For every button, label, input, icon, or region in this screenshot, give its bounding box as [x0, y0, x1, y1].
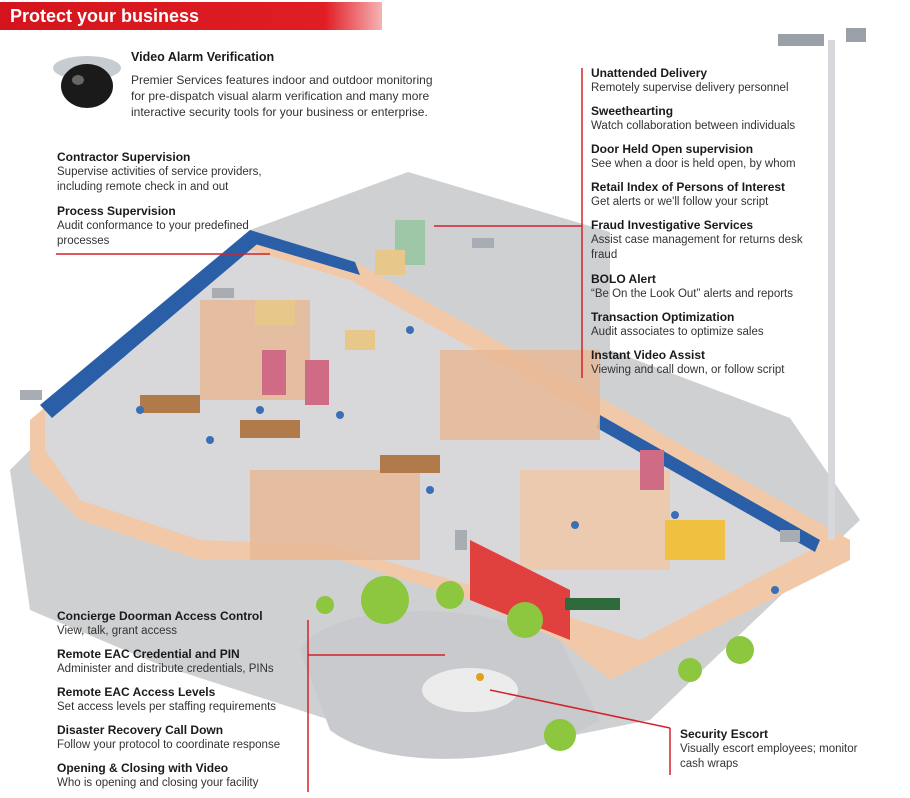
bottom-item-concierge: Concierge Doorman Access Control View, t…	[57, 609, 307, 639]
video-alarm-block: Video Alarm Verification Premier Service…	[131, 50, 446, 120]
banner-title: Protect your business	[10, 6, 200, 26]
item-desc: Get alerts or we'll follow your script	[591, 196, 769, 208]
item-title: Concierge Doorman Access Control	[57, 609, 263, 623]
right-item-transaction: Transaction Optimization Audit associate…	[591, 310, 831, 340]
item-title: Sweethearting	[591, 104, 674, 118]
right-item-instant-video: Instant Video Assist Viewing and call do…	[591, 348, 831, 378]
right-item-sweethearting: Sweethearting Watch collaboration betwee…	[591, 104, 831, 134]
shelf-5	[665, 520, 725, 560]
desk-2	[380, 455, 440, 473]
wall-camera-5	[780, 530, 800, 542]
video-alarm-title: Video Alarm Verification	[131, 50, 275, 64]
item-desc: Viewing and call down, or follow script	[591, 364, 785, 376]
wall-camera-2	[212, 288, 234, 298]
item-desc: Supervise activities of service provider…	[57, 166, 262, 193]
item-desc: Follow your protocol to coordinate respo…	[57, 739, 281, 751]
camera-pole	[828, 40, 835, 540]
right-item-bolo: BOLO Alert “Be On the Look Out” alerts a…	[591, 272, 831, 302]
item-desc: “Be On the Look Out” alerts and reports	[591, 288, 793, 300]
right-item-fraud: Fraud Investigative Services Assist case…	[591, 218, 823, 263]
shelf-4	[640, 450, 664, 490]
item-desc: Watch collaboration between individuals	[591, 120, 796, 132]
trees	[316, 576, 754, 751]
item-title: Contractor Supervision	[57, 150, 191, 164]
left-top-item-process: Process Supervision Audit conformance to…	[57, 204, 257, 249]
right-item-door-held-open: Door Held Open supervision See when a do…	[591, 142, 831, 172]
roundabout	[422, 668, 518, 712]
item-desc: Set access levels per staffing requireme…	[57, 701, 277, 713]
storefront	[470, 540, 570, 640]
storefront-awning	[565, 598, 620, 610]
item-desc: Assist case management for returns desk …	[591, 234, 803, 261]
box-3	[375, 250, 405, 275]
item-desc: Visually escort employees; monitor cash …	[680, 743, 858, 770]
dome-camera-lens	[61, 64, 113, 108]
callout-line-escort	[489, 689, 671, 729]
item-desc: Who is opening and closing your facility	[57, 777, 259, 789]
video-alarm-desc: Premier Services features indoor and out…	[131, 73, 433, 119]
item-title: Remote EAC Credential and PIN	[57, 647, 240, 661]
item-title: Disaster Recovery Call Down	[57, 723, 224, 737]
item-title: Unattended Delivery	[591, 66, 708, 80]
item-title: Retail Index of Persons of Interest	[591, 180, 786, 194]
item-desc: Audit associates to optimize sales	[591, 326, 764, 338]
item-desc: Remotely supervise delivery personnel	[591, 82, 789, 94]
item-title: Security Escort	[680, 727, 769, 741]
wall-camera-1	[20, 390, 42, 400]
item-title: Opening & Closing with Video	[57, 761, 229, 775]
inner-wall-c	[250, 470, 420, 560]
security-escort-block: Security Escort Visually escort employee…	[680, 727, 860, 772]
left-top-item-contractor: Contractor Supervision Supervise activit…	[57, 150, 287, 195]
wall-camera-3	[472, 238, 494, 248]
item-title: Transaction Optimization	[591, 310, 735, 324]
item-title: Fraud Investigative Services	[591, 218, 754, 232]
wall-camera-4	[455, 530, 467, 550]
item-title: Instant Video Assist	[591, 348, 706, 362]
desk-3	[140, 395, 200, 413]
inner-wall-b	[440, 350, 600, 440]
desk-1	[240, 420, 300, 438]
blue-wall-mid	[597, 415, 820, 552]
blue-wall-top	[250, 230, 360, 275]
item-desc: See when a door is held open, by whom	[591, 158, 796, 170]
item-desc: View, talk, grant access	[57, 625, 177, 637]
box-1	[255, 300, 295, 325]
item-title: Door Held Open supervision	[591, 142, 754, 156]
shelf-3	[262, 350, 286, 395]
right-item-retail-index: Retail Index of Persons of Interest Get …	[591, 180, 831, 210]
bottom-item-opening-closing: Opening & Closing with Video Who is open…	[57, 761, 307, 791]
section-banner: Protect your business	[0, 2, 382, 30]
item-desc: Audit conformance to your predefined pro…	[57, 220, 249, 247]
item-title: Process Supervision	[57, 204, 176, 218]
item-title: Remote EAC Access Levels	[57, 685, 216, 699]
bottom-item-access-levels: Remote EAC Access Levels Set access leve…	[57, 685, 307, 715]
pole-camera-2	[846, 28, 866, 42]
item-title: BOLO Alert	[591, 272, 656, 286]
pole-camera-1	[778, 34, 824, 46]
right-item-unattended-delivery: Unattended Delivery Remotely supervise d…	[591, 66, 831, 96]
bottom-item-disaster: Disaster Recovery Call Down Follow your …	[57, 723, 307, 753]
shelf-2	[305, 360, 329, 405]
box-2	[345, 330, 375, 350]
people	[136, 326, 779, 681]
blue-wall-left	[40, 230, 262, 418]
bottom-item-credential: Remote EAC Credential and PIN Administer…	[57, 647, 307, 677]
item-desc: Administer and distribute credentials, P…	[57, 663, 274, 675]
